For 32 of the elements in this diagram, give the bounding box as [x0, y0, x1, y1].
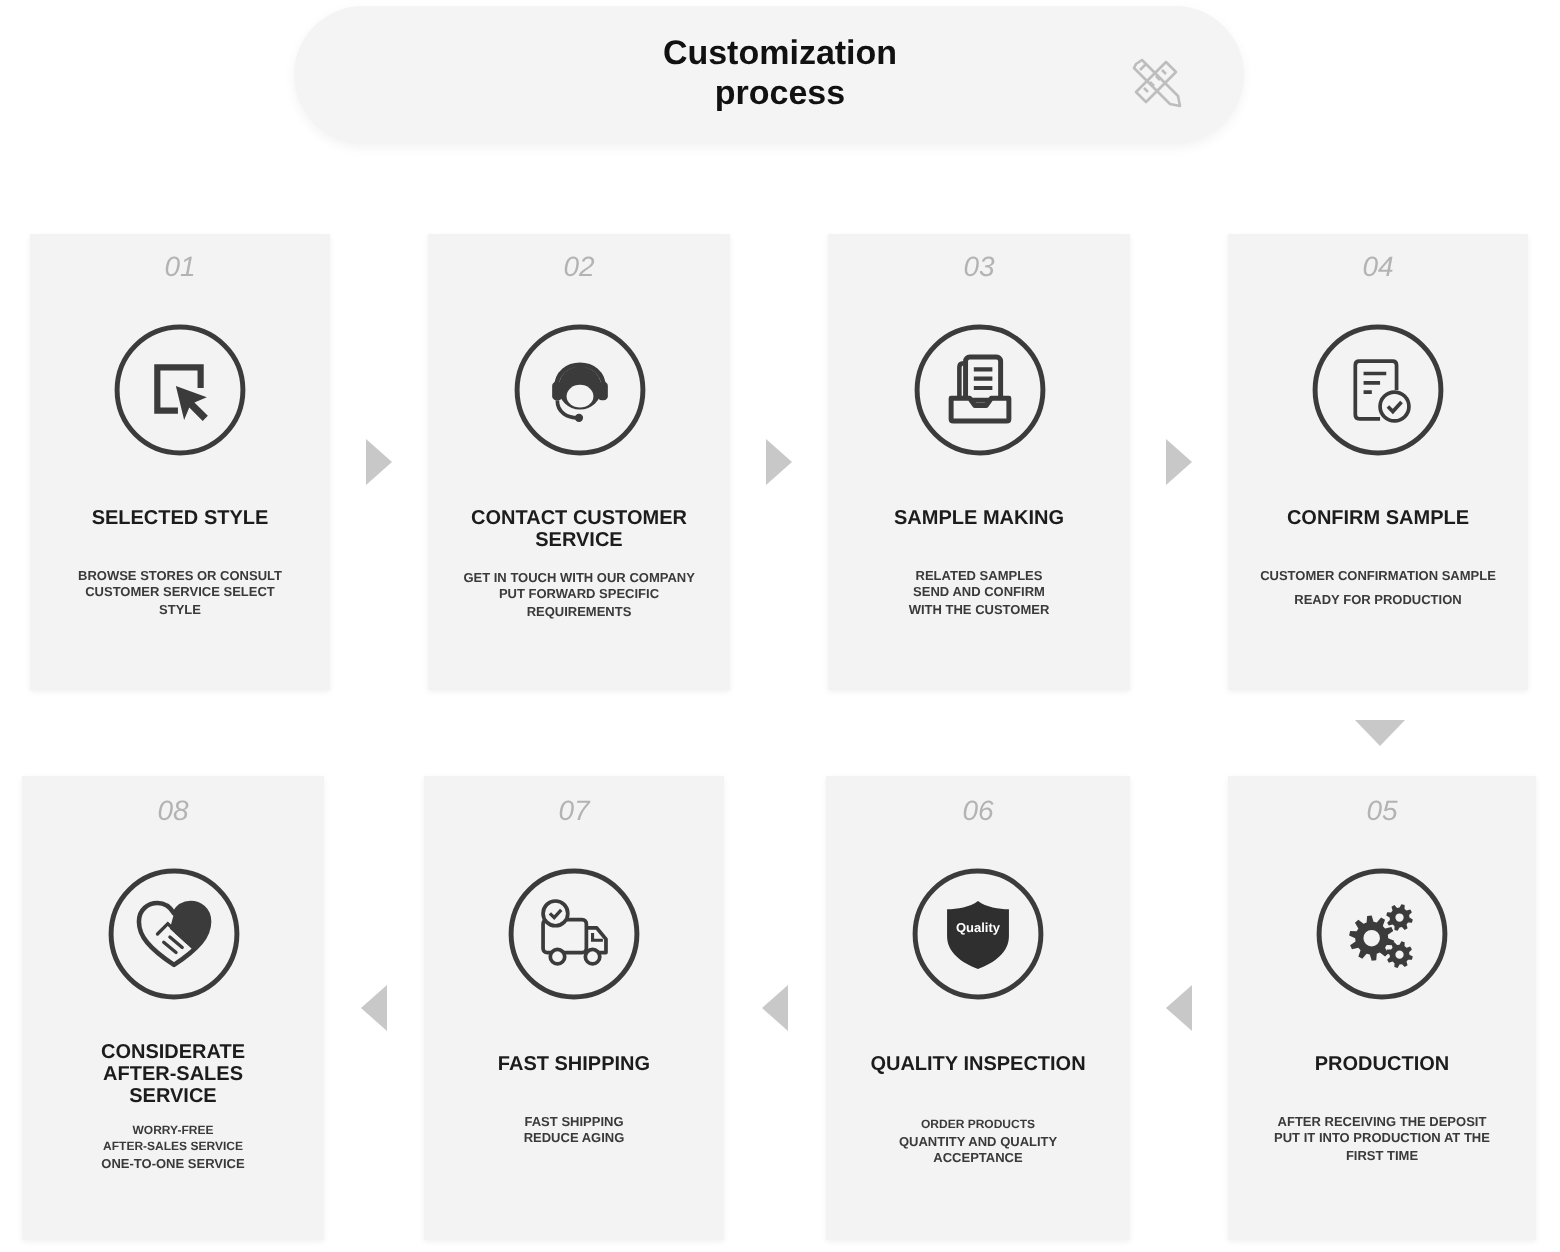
step-number: 01: [164, 250, 196, 282]
step-number: 05: [1366, 794, 1398, 826]
page-title: Customization process: [660, 34, 900, 114]
step-title: CONSIDERATE AFTER-SALES SERVICE: [98, 1042, 248, 1108]
step-card: [1228, 776, 1536, 1240]
step-card: [22, 776, 324, 1240]
step-card: [826, 776, 1130, 1240]
chevron-arrow: [1355, 720, 1405, 746]
step-card: [424, 776, 724, 1240]
chevron-arrow: [1166, 985, 1192, 1031]
step-title: CONTACT CUSTOMER SERVICE: [469, 508, 689, 552]
step-title: SAMPLE MAKING: [893, 508, 1064, 530]
step-title: QUALITY INSPECTION: [870, 1054, 1086, 1076]
chevron-arrow: [366, 439, 392, 485]
step-number: 06: [962, 794, 994, 826]
step-title: FAST SHIPPING: [497, 1054, 651, 1076]
chevron-arrow: [1166, 439, 1192, 485]
step-number: 07: [558, 794, 590, 826]
step-title: PRODUCTION: [1314, 1054, 1450, 1076]
step-card: [30, 234, 330, 690]
step-card: [1228, 234, 1528, 690]
step-number: 04: [1362, 250, 1394, 282]
step-title: CONFIRM SAMPLE: [1286, 508, 1470, 530]
step-title: SELECTED STYLE: [91, 508, 269, 530]
step-card: [828, 234, 1130, 690]
step-number: 08: [157, 794, 189, 826]
step-card: [428, 234, 730, 690]
chevron-arrow: [762, 985, 788, 1031]
step-number: 03: [963, 250, 995, 282]
chevron-arrow: [766, 439, 792, 485]
chevron-arrow: [361, 985, 387, 1031]
step-number: 02: [563, 250, 595, 282]
